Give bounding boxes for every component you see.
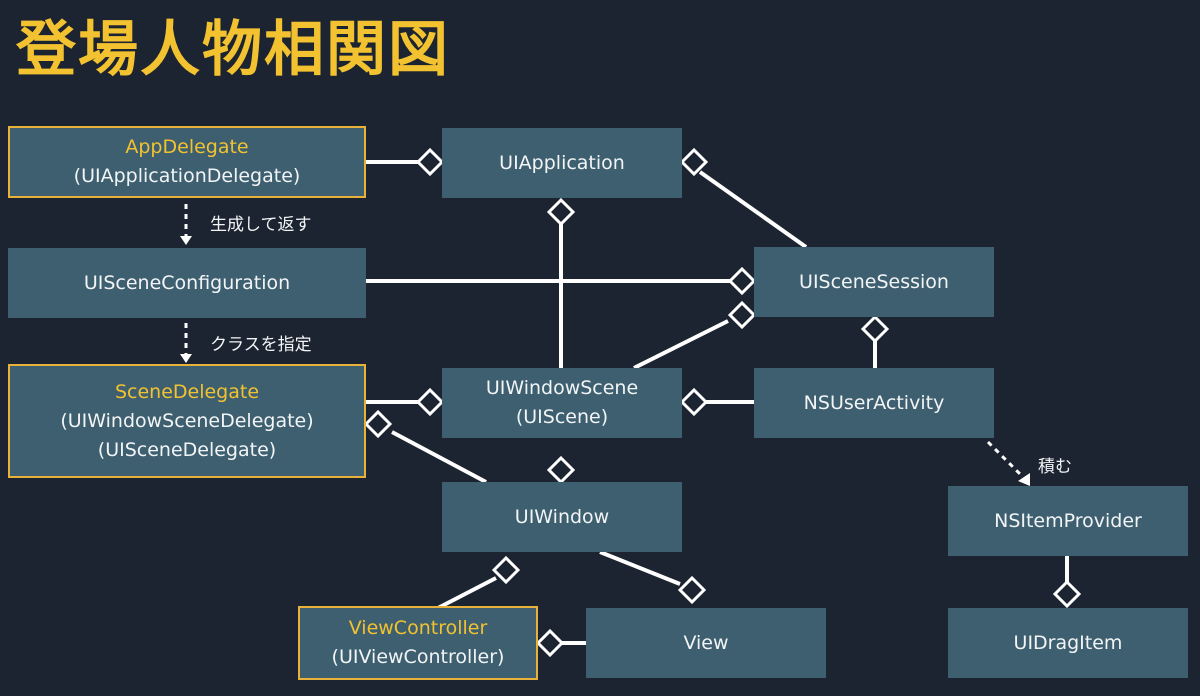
- diamond-windowscene-left: [415, 387, 445, 417]
- uiwindowscene-name: UIWindowScene: [485, 377, 639, 399]
- edge-uiapplication-uiscenesession: [698, 170, 808, 249]
- uidragitem-name: UIDragItem: [1013, 631, 1123, 654]
- node-viewcontroller[interactable]: ViewController (UIViewController): [298, 606, 538, 680]
- arrowhead-create: [180, 236, 192, 245]
- page-title: 登場人物相関図: [16, 15, 450, 85]
- node-view[interactable]: View: [586, 608, 826, 678]
- edge-windowscene-scenesession: [633, 319, 729, 370]
- appdelegate-protocol: (UIApplicationDelegate): [73, 165, 301, 187]
- viewcontroller-protocol: (UIViewController): [331, 646, 505, 668]
- node-appdelegate[interactable]: AppDelegate (UIApplicationDelegate): [8, 126, 366, 198]
- arrowhead-class: [180, 354, 192, 363]
- uiscenesession-name: UISceneSession: [799, 270, 949, 293]
- edge-uiwindow-viewcontroller: [437, 576, 497, 610]
- node-uidragitem[interactable]: UIDragItem: [948, 608, 1188, 678]
- edge-scenedelegate-uiwindow: [391, 430, 487, 484]
- node-uisceneconfiguration[interactable]: UISceneConfiguration: [8, 248, 366, 318]
- diamond-scenesession-lowerleft: [727, 300, 757, 330]
- node-scenedelegate[interactable]: SceneDelegate (UIWindowSceneDelegate) (U…: [8, 364, 366, 478]
- diamond-uiapplication-right: [679, 147, 709, 177]
- node-uiscenesession[interactable]: UISceneSession: [754, 247, 994, 317]
- diamond-uiwindow-lower: [491, 555, 521, 585]
- edge-label-specifies-class: クラスを指定: [210, 335, 312, 355]
- uiwindowscene-protocol: (UIScene): [515, 406, 609, 428]
- scenedelegate-protocol1: (UIWindowSceneDelegate): [60, 409, 314, 432]
- uiapplication-name: UIApplication: [499, 151, 625, 174]
- node-nsitemprovider[interactable]: NSItemProvider: [948, 486, 1188, 556]
- diamond-windowscene-bottom: [546, 455, 576, 485]
- uiwindow-name: UIWindow: [514, 505, 610, 528]
- view-name: View: [683, 631, 729, 654]
- nsitemprovider-name: NSItemProvider: [994, 509, 1142, 532]
- node-uiapplication[interactable]: UIApplication: [442, 128, 682, 198]
- node-uiwindowscene[interactable]: UIWindowScene (UIScene): [442, 368, 682, 438]
- diamond-uiapplication-bottom: [546, 197, 576, 227]
- edge-label-stacks: 積む: [1038, 457, 1072, 477]
- edge-label-creates: 生成して返す: [210, 215, 312, 235]
- diamond-scenesession-bottom: [860, 314, 890, 344]
- viewcontroller-name: ViewController: [348, 617, 488, 639]
- diamond-view-top: [677, 575, 707, 605]
- diamond-scenesession-left: [727, 266, 757, 296]
- arrowhead-stack: [1018, 473, 1030, 486]
- nsuseractivity-name: NSUserActivity: [803, 391, 945, 414]
- scenedelegate-name: SceneDelegate: [114, 380, 260, 403]
- diamond-windowscene-right: [679, 387, 709, 417]
- appdelegate-name: AppDelegate: [125, 136, 249, 158]
- dashed-arrow-stack: [986, 440, 1024, 478]
- diamond-uiapplication-left: [415, 147, 445, 177]
- diamond-itemprovider-bottom: [1052, 579, 1082, 609]
- edge-uiwindow-view: [599, 550, 681, 586]
- diamond-viewcontroller-right: [535, 628, 565, 658]
- diamond-scenedelegate-right: [363, 409, 393, 439]
- node-nsuseractivity[interactable]: NSUserActivity: [754, 368, 994, 438]
- scenedelegate-protocol2: (UISceneDelegate): [97, 438, 277, 461]
- node-uiwindow[interactable]: UIWindow: [442, 482, 682, 552]
- uisceneconfiguration-name: UISceneConfiguration: [83, 271, 291, 294]
